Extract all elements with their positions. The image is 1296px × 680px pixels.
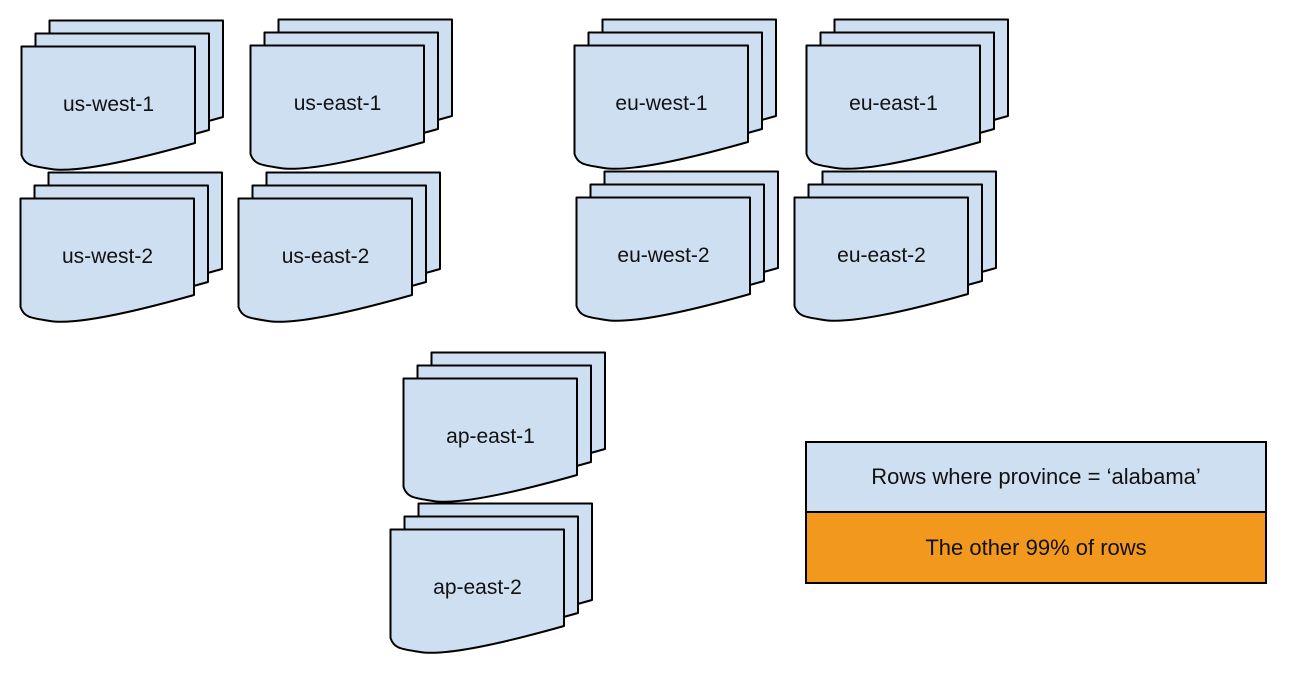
legend-label: Rows where province = ‘alabama’ xyxy=(871,464,1201,489)
legend-label: The other 99% of rows xyxy=(925,534,1147,560)
region-stack-us-west-2: us-west-2 xyxy=(19,171,225,329)
region-stack-eu-east-1: eu-east-1 xyxy=(805,18,1011,176)
document-stack-icon xyxy=(805,18,1009,170)
document-stack-icon xyxy=(575,170,779,322)
region-stack-us-east-2: us-east-2 xyxy=(237,171,443,329)
document-stack-icon xyxy=(389,502,593,654)
legend-item-other-rows: The other 99% of rows xyxy=(807,513,1265,582)
document-stack-icon xyxy=(20,19,224,171)
region-stack-eu-west-1: eu-west-1 xyxy=(573,18,779,176)
region-stack-us-west-1: us-west-1 xyxy=(20,19,226,177)
region-stack-ap-east-2: ap-east-2 xyxy=(389,502,595,660)
document-stack-icon xyxy=(249,18,453,170)
legend: Rows where province = ‘alabama’ The othe… xyxy=(805,441,1267,584)
document-stack-icon xyxy=(237,171,441,323)
document-stack-icon xyxy=(793,170,997,322)
document-stack-icon xyxy=(573,18,777,170)
region-stack-ap-east-1: ap-east-1 xyxy=(402,351,608,509)
region-stack-us-east-1: us-east-1 xyxy=(249,18,455,176)
region-stack-eu-west-2: eu-west-2 xyxy=(575,170,781,328)
legend-item-alabama-rows: Rows where province = ‘alabama’ xyxy=(807,443,1265,513)
document-stack-icon xyxy=(19,171,223,323)
document-stack-icon xyxy=(402,351,606,503)
region-stack-eu-east-2: eu-east-2 xyxy=(793,170,999,328)
